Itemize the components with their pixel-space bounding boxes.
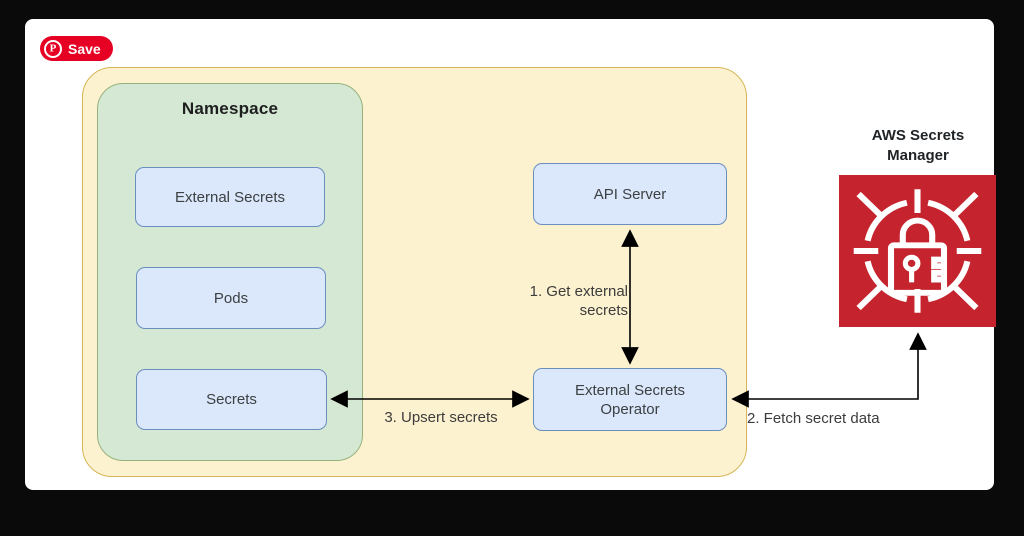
namespace-title: Namespace: [181, 99, 279, 118]
node-external-secrets: External Secrets: [135, 167, 325, 227]
pinterest-p-glyph: P: [49, 42, 57, 54]
node-external-secrets-operator: External Secrets Operator: [533, 368, 727, 431]
node-api-server: API Server: [533, 163, 727, 225]
edge-fetch-secret-data: [731, 332, 927, 408]
screenshot-stage: Namespace External Secrets Pods Secrets …: [25, 19, 996, 490]
pin-image-card[interactable]: Namespace External Secrets Pods Secrets …: [25, 19, 996, 490]
aws-secrets-manager-icon: [839, 175, 996, 327]
pinterest-icon: P: [44, 39, 62, 58]
node-pods: Pods: [136, 267, 326, 329]
node-secrets: Secrets: [136, 369, 327, 430]
pinterest-save-button[interactable]: P Save: [40, 36, 113, 61]
aws-secrets-manager-title: AWS Secrets Manager: [871, 127, 965, 164]
edge-label-get-external-secrets: 1. Get external secrets: [529, 283, 628, 319]
edge-label-fetch-secret-data: 2. Fetch secret data: [747, 410, 880, 427]
save-button-label: Save: [68, 40, 101, 57]
edge-label-upsert-secrets: 3. Upsert secrets: [384, 409, 498, 426]
